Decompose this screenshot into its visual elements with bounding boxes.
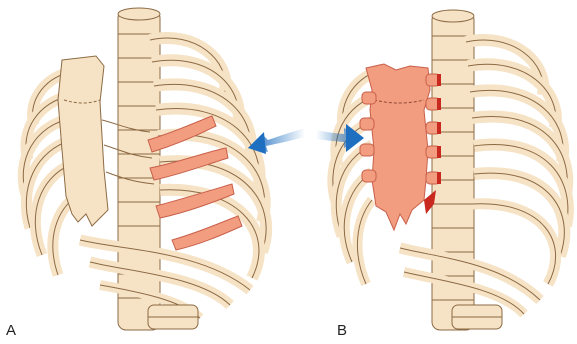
lower-vertebra-b xyxy=(452,305,502,329)
highlighted-ribs-a xyxy=(148,116,242,250)
panel-b xyxy=(316,10,568,330)
highlighted-sternum xyxy=(366,64,430,230)
highlighted-rib-4 xyxy=(172,216,242,250)
right-ribs-a xyxy=(80,38,266,318)
panel-label-a: A xyxy=(6,323,16,338)
panel-a xyxy=(23,8,305,330)
arrow-left-icon xyxy=(248,128,305,154)
panel-label-b: B xyxy=(337,323,347,338)
lower-vertebra-a xyxy=(148,305,198,329)
